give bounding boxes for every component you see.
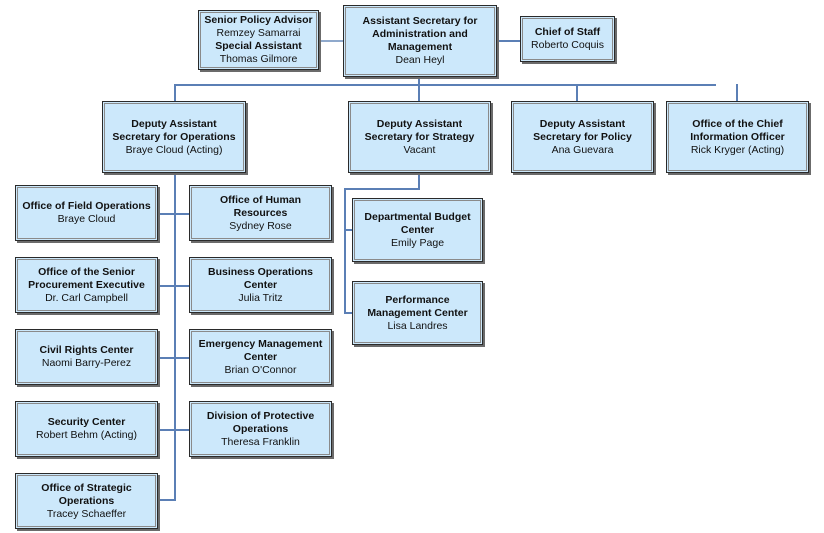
unit-box: Emergency Management Center Brian O'Conn…	[189, 329, 332, 385]
unit-name: Brian O'Connor	[224, 363, 297, 376]
unit-title: Office of Human Resources	[219, 193, 302, 219]
unit-name: Julia Tritz	[238, 291, 283, 304]
connector-dep-strategy	[418, 84, 420, 101]
deputy-operations-box: Deputy Assistant Secretary for Operation…	[102, 101, 246, 173]
unit-name: Sydney Rose	[229, 219, 292, 232]
unit-title: Office of the Senior Procurement Executi…	[28, 265, 145, 291]
advisor-name: Remzey Samarrai	[216, 27, 301, 39]
head-name: Dean Heyl	[395, 54, 445, 66]
deputy-title: Deputy Assistant Secretary for Strategy	[364, 117, 475, 143]
connector-ops-row5	[158, 499, 176, 501]
deputy-policy-box: Deputy Assistant Secretary for Policy An…	[511, 101, 654, 173]
unit-title: Office of Strategic Operations	[41, 481, 132, 507]
cio-box: Office of the Chief Information Officer …	[666, 101, 809, 173]
connector-ops-row2	[158, 285, 190, 287]
unit-box: Office of the Senior Procurement Executi…	[15, 257, 158, 313]
unit-box: Performance Management Center Lisa Landr…	[352, 281, 483, 345]
connector-dep-ops	[174, 84, 176, 101]
head-box: Assistant Secretary for Administration a…	[343, 5, 497, 77]
unit-name: Dr. Carl Campbell	[45, 291, 128, 304]
unit-box: Office of Field Operations Braye Cloud	[15, 185, 158, 241]
deputy-strategy-box: Deputy Assistant Secretary for Strategy …	[348, 101, 491, 173]
unit-title: Emergency Management Center	[198, 337, 323, 363]
connector-deputies-bar	[174, 84, 716, 86]
chief-of-staff-box: Chief of Staff Roberto Coquis	[520, 16, 615, 62]
unit-name: Naomi Barry-Perez	[41, 357, 132, 369]
deputy-title: Deputy Assistant Secretary for Policy	[533, 117, 632, 143]
unit-box: Office of Human Resources Sydney Rose	[189, 185, 332, 241]
connector-strategy-row1	[344, 229, 354, 231]
unit-title: Business Operations Center	[207, 265, 314, 291]
deputy-name: Vacant	[403, 143, 436, 156]
unit-title: Performance Management Center	[367, 293, 468, 319]
connector-head-chief	[497, 40, 520, 42]
unit-box: Civil Rights Center Naomi Barry-Perez	[15, 329, 158, 385]
assistant-title: Special Assistant	[215, 40, 302, 52]
unit-box: Security Center Robert Behm (Acting)	[15, 401, 158, 457]
connector-dep-policy	[576, 84, 578, 101]
unit-box: Office of Strategic Operations Tracey Sc…	[15, 473, 158, 529]
head-title: Assistant Secretary for Administration a…	[362, 15, 478, 53]
connector-strategy-row2	[344, 312, 354, 314]
unit-box: Division of Protective Operations Theres…	[189, 401, 332, 457]
deputy-name: Rick Kryger (Acting)	[690, 143, 785, 156]
connector-strategy-down	[418, 172, 420, 189]
advisors-box: Senior Policy Advisor Remzey Samarrai Sp…	[198, 10, 319, 70]
unit-box: Business Operations Center Julia Tritz	[189, 257, 332, 313]
deputy-title: Office of the Chief Information Officer	[690, 117, 785, 143]
connector-head-down	[418, 76, 420, 85]
deputy-name: Ana Guevara	[551, 143, 614, 156]
unit-name: Braye Cloud	[57, 213, 116, 225]
connector-strategy-bar	[344, 188, 420, 190]
unit-name: Tracey Schaeffer	[46, 507, 127, 520]
advisor-title: Senior Policy Advisor	[204, 14, 313, 26]
connector-ops-trunk	[174, 172, 176, 500]
deputy-title: Deputy Assistant Secretary for Operation…	[112, 117, 236, 143]
connector-ops-row1	[158, 213, 190, 215]
deputy-name: Braye Cloud (Acting)	[125, 143, 223, 156]
connector-ops-row3	[158, 357, 190, 359]
assistant-name: Thomas Gilmore	[219, 53, 298, 65]
chief-title: Chief of Staff	[534, 26, 601, 38]
unit-title: Security Center	[47, 416, 126, 428]
unit-title: Office of Field Operations	[22, 200, 151, 212]
unit-name: Robert Behm (Acting)	[36, 429, 137, 441]
connector-strategy-trunk	[344, 188, 346, 314]
unit-box: Departmental Budget Center Emily Page	[352, 198, 483, 262]
connector-advisors-head	[320, 40, 344, 42]
unit-title: Civil Rights Center	[39, 344, 134, 356]
unit-name: Emily Page	[390, 236, 445, 249]
chief-name: Roberto Coquis	[531, 39, 604, 51]
unit-title: Departmental Budget Center	[364, 210, 471, 236]
unit-name: Lisa Landres	[387, 319, 448, 332]
connector-dep-cio	[736, 84, 738, 101]
unit-name: Theresa Franklin	[221, 435, 300, 448]
connector-ops-row4	[158, 429, 190, 431]
unit-title: Division of Protective Operations	[206, 409, 315, 435]
